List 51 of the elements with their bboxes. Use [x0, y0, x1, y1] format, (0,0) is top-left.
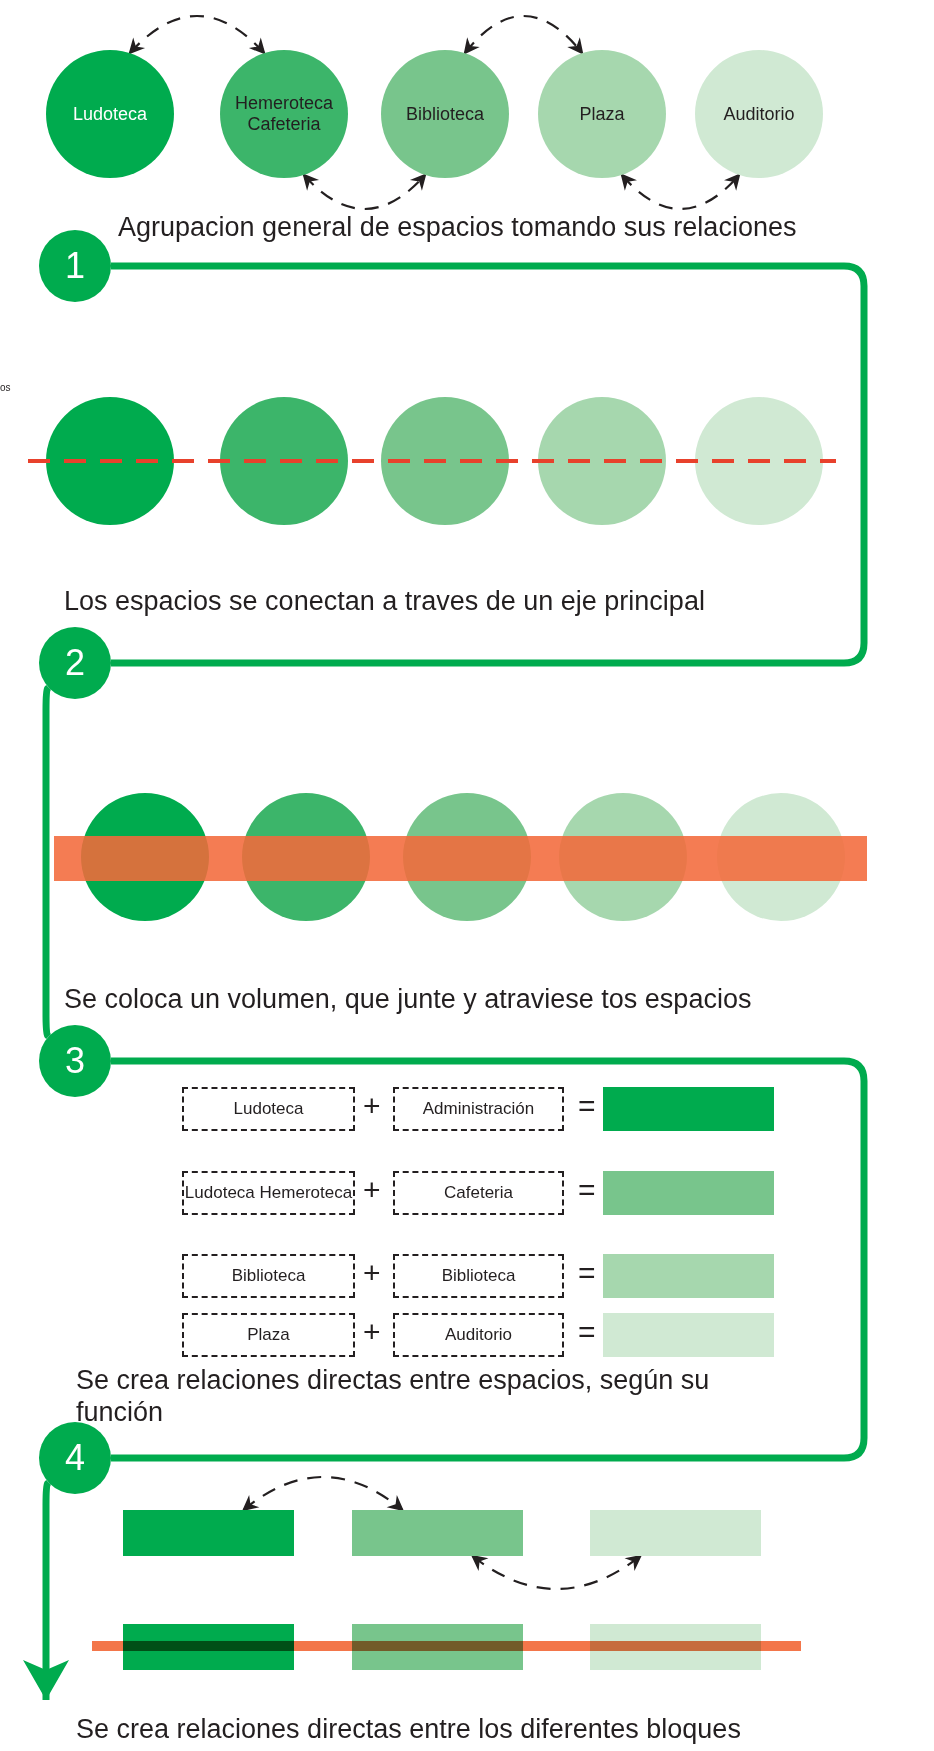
equals-sign: = [578, 1256, 596, 1290]
connector-line [111, 1057, 868, 1462]
block-rect [603, 1254, 774, 1298]
space-circle: Auditorio [695, 50, 823, 178]
double-arrow [128, 15, 266, 55]
dashed-box: Biblioteca [182, 1254, 355, 1298]
equals-sign: = [578, 1089, 596, 1123]
double-arrow [620, 173, 741, 210]
double-arrow [241, 1476, 405, 1512]
block-rect [590, 1624, 761, 1670]
double-arrow [463, 14, 584, 55]
caption-text: Se crea relaciones directas entre los diferentes bloques [76, 1714, 741, 1745]
space-circle: Plaza [538, 50, 666, 178]
double-arrow [302, 173, 427, 211]
connector-line [111, 262, 868, 667]
step-number-circle: 3 [39, 1025, 111, 1097]
caption-text: Los espacios se conectan a traves de un eje principal [64, 586, 705, 617]
text-fragment: os [0, 382, 11, 393]
caption-text: Agrupacion general de espacios tomando sus relaciones [118, 212, 797, 243]
block-rect [603, 1087, 774, 1131]
dashed-box: Ludoteca Hemeroteca [182, 1171, 355, 1215]
caption-text: Se coloca un volumen, que junte y atraviese tos espacios [64, 984, 752, 1015]
block-rect [352, 1510, 523, 1556]
dashed-box: Ludoteca [182, 1087, 355, 1131]
block-rect [603, 1313, 774, 1357]
volume-bar [54, 836, 867, 881]
plus-sign: + [363, 1089, 381, 1123]
space-circle: Hemeroteca Cafeteria [220, 50, 348, 178]
step-number-circle: 4 [39, 1422, 111, 1494]
connector-line [42, 685, 52, 1039]
step-number-circle: 2 [39, 627, 111, 699]
dashed-box: Cafeteria [393, 1171, 564, 1215]
dashed-box: Auditorio [393, 1313, 564, 1357]
space-circle: Biblioteca [381, 50, 509, 178]
equals-sign: = [578, 1315, 596, 1349]
block-rect [123, 1624, 294, 1670]
step-number-circle: 1 [39, 230, 111, 302]
equals-sign: = [578, 1173, 596, 1207]
block-rect [352, 1624, 523, 1670]
axis-bar [92, 1641, 801, 1651]
double-arrow [470, 1554, 643, 1591]
dashed-box: Administración [393, 1087, 564, 1131]
dashed-box: Biblioteca [393, 1254, 564, 1298]
space-circle: Ludoteca [46, 50, 174, 178]
plus-sign: + [363, 1315, 381, 1349]
block-rect [603, 1171, 774, 1215]
block-rect [123, 1510, 294, 1556]
plus-sign: + [363, 1173, 381, 1207]
block-rect [590, 1510, 761, 1556]
dashed-box: Plaza [182, 1313, 355, 1357]
plus-sign: + [363, 1256, 381, 1290]
